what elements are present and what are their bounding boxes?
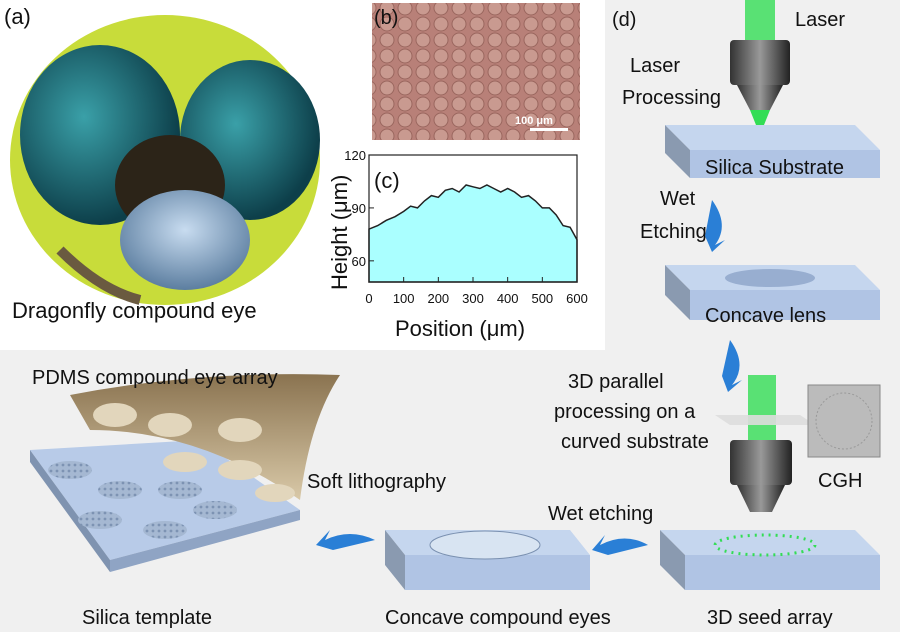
wet-etching-label-2: Etching [640, 221, 707, 243]
y-tick-label: 60 [352, 254, 366, 269]
seed-array-block [660, 530, 880, 590]
objective-lens-icon [730, 440, 792, 512]
arrow-left-icon [316, 530, 375, 550]
x-tick-label: 0 [365, 291, 372, 306]
x-tick-label: 300 [462, 291, 484, 306]
y-tick-label: 90 [352, 201, 366, 216]
silica-substrate-label: Silica Substrate [705, 157, 844, 179]
arrow-down-icon [705, 200, 725, 252]
y-axis-label: Height (μm) [327, 175, 352, 290]
dragonfly-eye-photo [10, 15, 320, 305]
x-tick-label: 100 [393, 291, 415, 306]
arrow-down-icon [722, 340, 742, 392]
x-tick-label: 400 [497, 291, 519, 306]
x-tick-label: 500 [531, 291, 553, 306]
parallel-label-1: 3D parallel [568, 371, 664, 393]
laser-beam [745, 0, 775, 45]
panel-a-caption: Dragonfly compound eye [12, 298, 257, 323]
slm-plate [715, 415, 815, 425]
panel-a-label: (a) [4, 4, 31, 29]
concave-lens-block [665, 265, 880, 320]
laser-processing-label-2: Processing [622, 87, 721, 109]
scale-bar [530, 128, 568, 131]
silica-template-label: Silica template [82, 607, 212, 629]
x-tick-label: 600 [566, 291, 588, 306]
pdms-label: PDMS compound eye array [32, 367, 278, 389]
laser-processing-label-1: Laser [630, 55, 680, 77]
laser-label: Laser [795, 9, 845, 31]
concave-compound-eyes-block [385, 530, 590, 590]
panel-c-label: (c) [374, 168, 400, 193]
concave-compound-eyes-label: Concave compound eyes [385, 607, 611, 629]
panel-b-label: (b) [374, 7, 398, 29]
silica-substrate-block [665, 125, 880, 178]
pdms-compound-eye-array [70, 374, 340, 502]
x-axis-label: Position (μm) [395, 316, 525, 341]
wet-etching-lower-label: Wet etching [548, 503, 653, 525]
scale-bar-label: 100 μm [515, 115, 553, 127]
micrograph-image [372, 3, 580, 140]
wet-etching-label-1: Wet [660, 188, 696, 210]
arrow-left-icon [592, 535, 648, 555]
cgh-label: CGH [818, 470, 862, 492]
y-tick-label: 120 [344, 148, 366, 163]
laser-beam [748, 375, 776, 445]
x-tick-label: 200 [427, 291, 449, 306]
concave-lens-label: Concave lens [705, 305, 826, 327]
profile-area [368, 184, 578, 283]
soft-lithography-label: Soft lithography [307, 471, 446, 493]
parallel-label-2: processing on a [554, 401, 696, 423]
objective-lens-icon [730, 40, 790, 110]
parallel-label-3: curved substrate [561, 431, 709, 453]
panel-d-label: (d) [612, 9, 636, 31]
height-profile-chart: 0 100 200 300 400 500 600 60 90 120 [344, 148, 588, 306]
focused-laser [750, 110, 770, 135]
seed-array-label: 3D seed array [707, 607, 833, 629]
cgh-pattern-image [807, 384, 881, 458]
